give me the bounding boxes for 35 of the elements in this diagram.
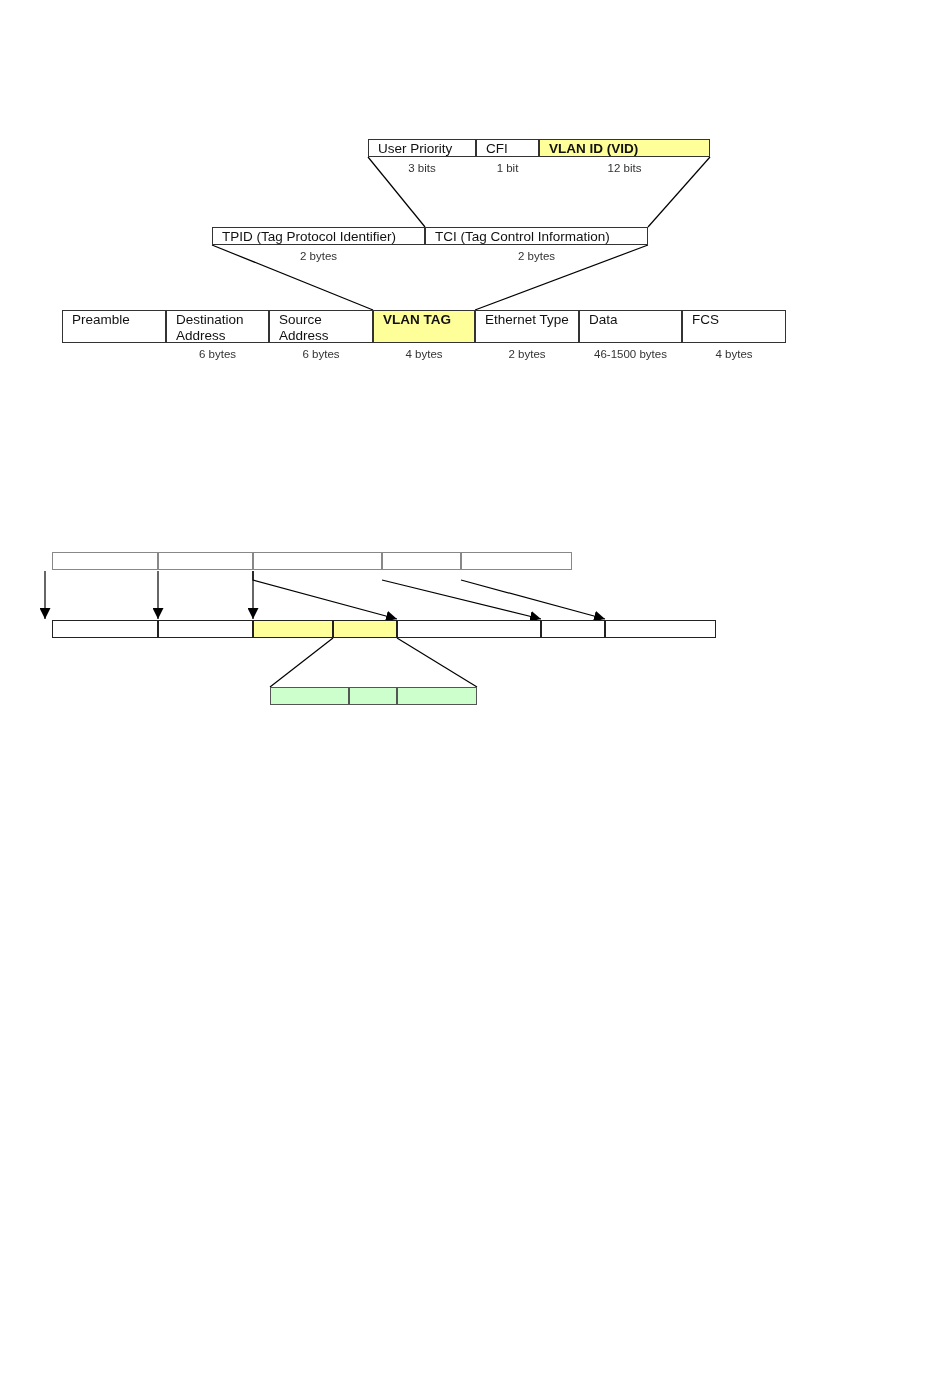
size-label: 4 bytes bbox=[714, 348, 754, 360]
size-label: 2 bytes bbox=[298, 250, 339, 262]
field-name: TCI (Tag Control Information) bbox=[435, 229, 611, 245]
arrow bbox=[252, 570, 398, 622]
size-label: 4 bytes bbox=[404, 348, 444, 360]
field-name: VLAN ID (VID) bbox=[549, 141, 640, 157]
size-label: 6 bytes bbox=[301, 348, 341, 360]
size-label: 2 bytes bbox=[516, 250, 557, 262]
arrow bbox=[39, 570, 51, 620]
field-box bbox=[62, 310, 166, 343]
expansion-line bbox=[367, 156, 426, 228]
expansion-line bbox=[396, 637, 478, 688]
size-label: 6 bytes bbox=[197, 348, 238, 360]
field-name: Destination Address bbox=[176, 312, 245, 344]
expansion-line bbox=[474, 244, 649, 311]
field-name: User Priority bbox=[378, 141, 454, 157]
size-label: 3 bits bbox=[407, 162, 437, 174]
expansion-line bbox=[211, 244, 374, 311]
expansion-line bbox=[269, 637, 334, 688]
field-name: VLAN TAG bbox=[383, 312, 452, 328]
arrow bbox=[381, 579, 542, 622]
field-name: Ethernet Type bbox=[485, 312, 570, 328]
size-label: 1 bit bbox=[495, 162, 520, 174]
field-name: Data bbox=[589, 312, 619, 328]
field-name: FCS bbox=[692, 312, 720, 328]
arrow bbox=[460, 579, 606, 622]
size-label: 2 bytes bbox=[507, 348, 547, 360]
expansion-line bbox=[647, 156, 711, 228]
field-name: Source Address bbox=[279, 312, 330, 344]
field-name: CFI bbox=[486, 141, 509, 157]
field-name: Preamble bbox=[72, 312, 131, 328]
arrow bbox=[152, 570, 164, 620]
size-label: 12 bits bbox=[606, 162, 643, 174]
field-name: TPID (Tag Protocol Identifier) bbox=[222, 229, 398, 245]
size-label: 46-1500 bytes bbox=[593, 348, 668, 360]
